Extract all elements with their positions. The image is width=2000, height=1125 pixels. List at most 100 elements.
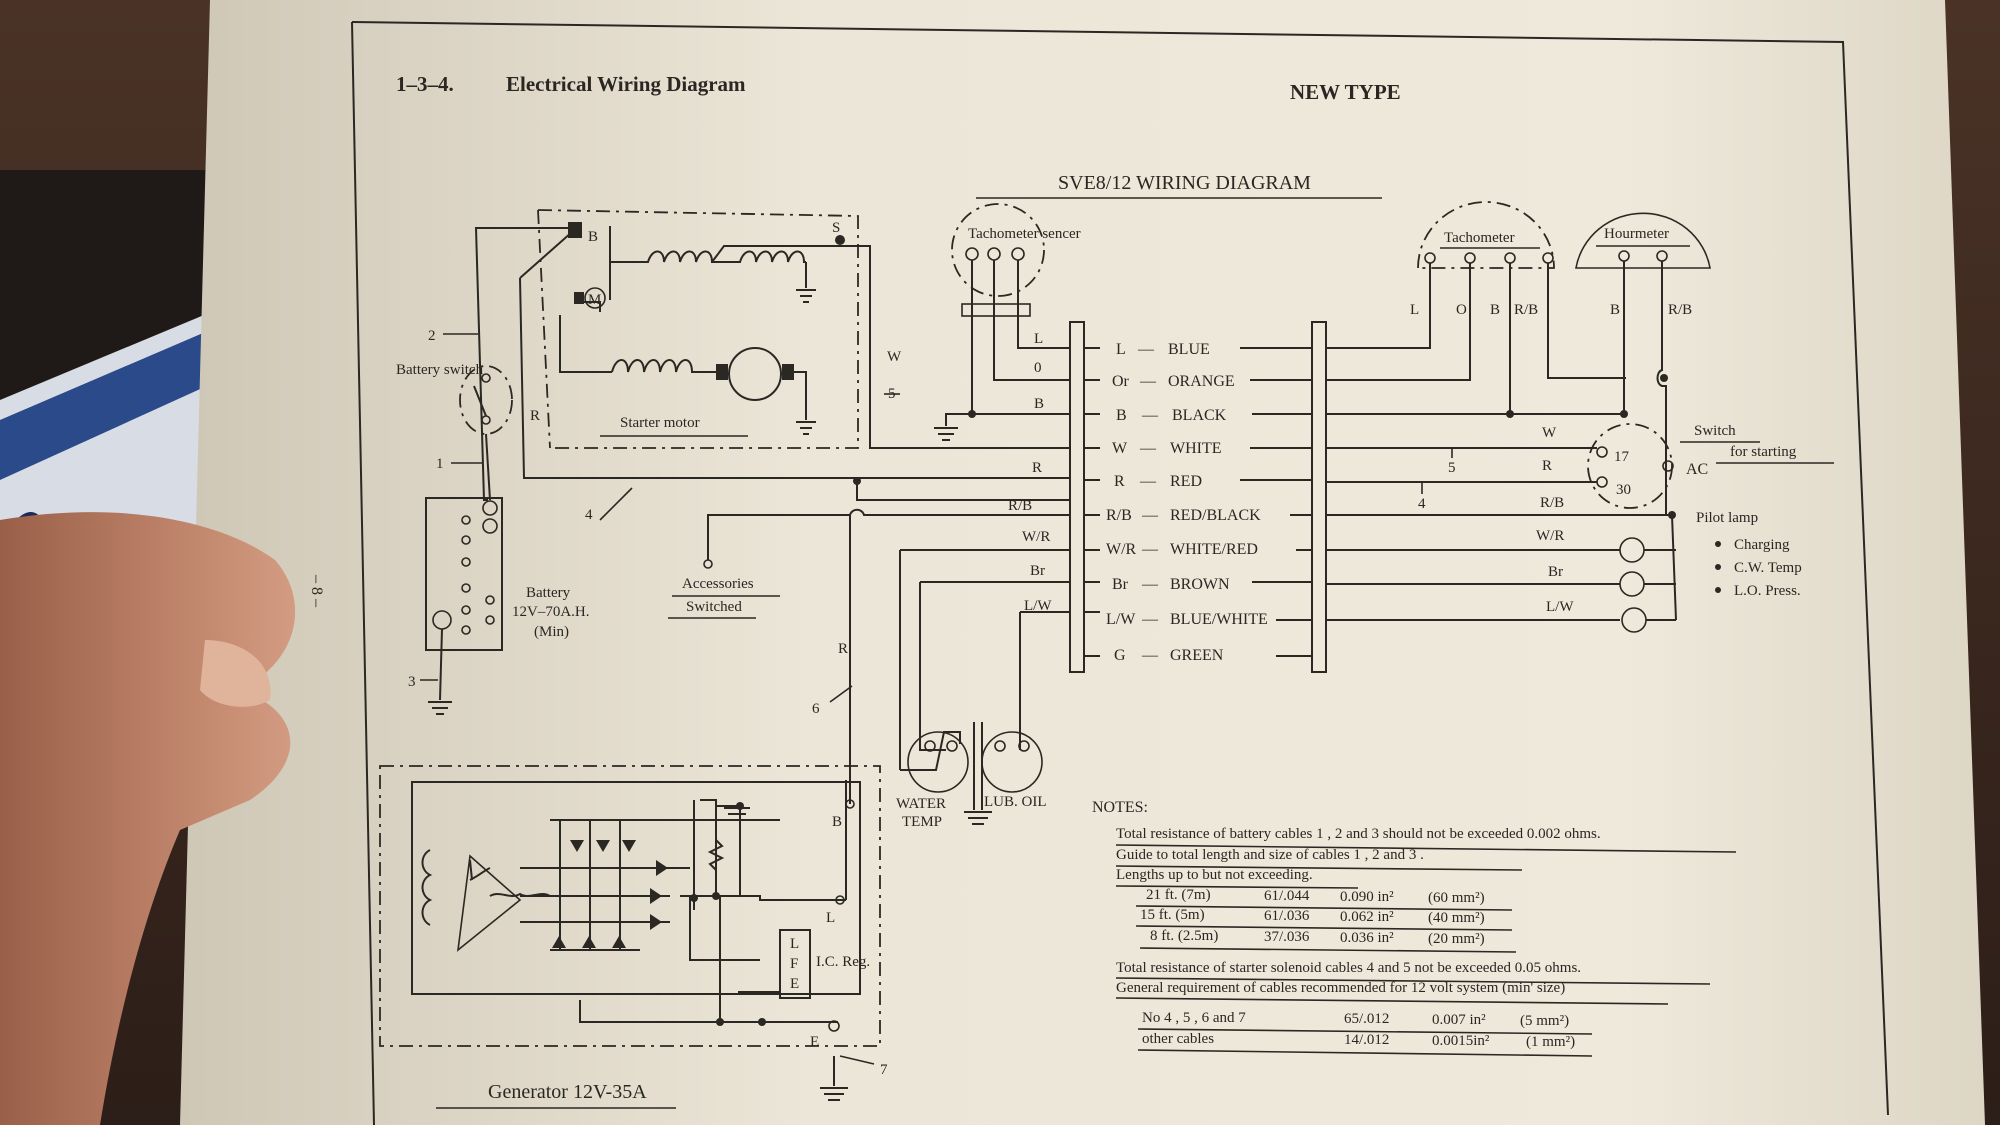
- battery-label-1: Battery: [526, 585, 571, 601]
- length-row-1-area: 0.062 in²: [1340, 909, 1394, 925]
- ic-reg-label: I.C. Reg.: [816, 954, 870, 970]
- color-code-list: L — BLUE Or — ORANGE B — BLACK W — WHITE…: [1084, 341, 1268, 664]
- color-code-8: L/W: [1106, 611, 1136, 628]
- length-row-1-length: 15 ft. (5m): [1140, 907, 1205, 923]
- cable-row-1-metric: (1 mm²): [1526, 1034, 1575, 1050]
- generator-inner: [411, 781, 861, 995]
- svg-text:—: —: [1141, 407, 1159, 424]
- svg-text:—: —: [1139, 473, 1157, 490]
- reg-l-label: L: [790, 936, 799, 952]
- wire-r-lower-label: R: [838, 641, 848, 657]
- wire-b-label: B: [1034, 396, 1044, 412]
- notes-heading: NOTES:: [1092, 799, 1148, 816]
- color-name-0: BLUE: [1168, 341, 1210, 358]
- notes-block: NOTES: Total resistance of battery cable…: [1092, 799, 1737, 1057]
- section-title: Electrical Wiring Diagram: [506, 72, 746, 96]
- tachometer-sensor-label: Tachometer sencer: [968, 226, 1081, 242]
- svg-text:—: —: [1141, 507, 1159, 524]
- gauge-wire-3: R/B: [1514, 302, 1538, 318]
- terminal-b-label: B: [588, 229, 598, 245]
- pilot-lamp-block: R/B W/R Br L/W Pilot lamp Charging C.W. …: [1326, 495, 1802, 633]
- right-wire-r: R: [1542, 458, 1552, 474]
- length-row-1-strand: 61/.036: [1264, 908, 1310, 924]
- starting-switch-icon: [1587, 423, 1673, 509]
- notes-line-2: Guide to total length and size of cables…: [1116, 847, 1424, 863]
- wire-rb-label: R/B: [1008, 498, 1032, 514]
- terminal-s-label: S: [832, 220, 840, 236]
- terminal-m-label: M: [588, 292, 601, 308]
- accessories-label-1: Accessories: [682, 576, 754, 592]
- color-code-5: R/B: [1106, 507, 1132, 524]
- length-row-0-area: 0.090 in²: [1340, 889, 1394, 905]
- generator-coil-icon: [421, 849, 433, 926]
- length-row-0-strand: 61/.044: [1264, 888, 1310, 904]
- diagram-title: SVE8/12 WIRING DIAGRAM: [1058, 172, 1311, 194]
- svg-text:—: —: [1141, 647, 1159, 664]
- tachometer-sensor: Tachometer sencer L 0 B: [934, 203, 1081, 441]
- wire-r-label: R: [530, 408, 540, 424]
- color-name-7: BROWN: [1170, 576, 1230, 593]
- generator-outline: [379, 765, 881, 1047]
- color-code-9: G: [1114, 647, 1126, 664]
- length-row-0-metric: (60 mm²): [1428, 890, 1485, 906]
- right-wire-w: W: [1542, 425, 1557, 441]
- switch-terminal-30: 30: [1616, 482, 1631, 498]
- battery-icon: [425, 497, 503, 651]
- cable-2-label: 2: [428, 328, 436, 344]
- cable-6-label: 6: [812, 701, 820, 717]
- frame-left: [351, 21, 375, 1125]
- reg-f-label: F: [790, 956, 798, 972]
- right-wire-rb: R/B: [1540, 495, 1564, 511]
- color-name-9: GREEN: [1170, 647, 1224, 664]
- gauge-wire-1: O: [1456, 302, 1467, 318]
- color-name-6: WHITE/RED: [1170, 541, 1258, 558]
- cable-4-right-label: 4: [1418, 496, 1426, 512]
- thumbnail: [200, 640, 271, 707]
- cable-row-0-label: No 4 , 5 , 6 and 7: [1142, 1010, 1246, 1026]
- pilot-lamp-label: Pilot lamp: [1696, 510, 1758, 526]
- right-wire-lw: L/W: [1546, 599, 1574, 615]
- cable-4-label: 4: [585, 507, 593, 523]
- cable-5-right-label: 5: [1448, 460, 1456, 476]
- water-temp-sensor-icon: [907, 731, 969, 793]
- battery-switch-label: Battery switch: [396, 362, 484, 378]
- svg-text:—: —: [1139, 440, 1157, 457]
- color-code-1: Or: [1112, 373, 1130, 390]
- svg-text:—: —: [1137, 341, 1155, 358]
- hourmeter-icon: [1575, 212, 1711, 269]
- section-number: 1–3–4.: [396, 72, 454, 96]
- cable-row-0-area: 0.007 in²: [1432, 1012, 1486, 1028]
- length-row-1-metric: (40 mm²): [1428, 910, 1485, 926]
- tachometer-sensor-icon: [951, 203, 1045, 297]
- length-row-2-metric: (20 mm²): [1428, 931, 1485, 947]
- starting-switch: 17 30 AC Switch for starting W R 5 4: [1326, 423, 1834, 512]
- gauge-wire-4: B: [1610, 302, 1620, 318]
- switch-label-1: Switch: [1694, 423, 1736, 439]
- cable-1-label: 1: [436, 456, 444, 472]
- length-row-2-strand: 37/.036: [1264, 929, 1310, 945]
- color-code-0: L: [1116, 341, 1126, 358]
- starter-motor-label: Starter motor: [620, 415, 700, 431]
- length-row-0-length: 21 ft. (7m): [1146, 887, 1211, 903]
- terminal-b: [568, 222, 582, 238]
- color-name-3: WHITE: [1170, 440, 1222, 457]
- color-name-2: BLACK: [1172, 407, 1227, 424]
- length-row-2-area: 0.036 in²: [1340, 930, 1394, 946]
- engine-sensors: WATER TEMP LUB. OIL: [896, 722, 1047, 830]
- color-code-7: Br: [1112, 576, 1129, 593]
- svg-text:—: —: [1141, 541, 1159, 558]
- right-wire-br: Br: [1548, 564, 1563, 580]
- notes-line-3: Lengths up to but not exceeding.: [1116, 867, 1313, 883]
- connector-strip-left: [1069, 321, 1085, 673]
- page-number: – 8 –: [308, 574, 325, 608]
- gauge-wire-2: B: [1490, 302, 1500, 318]
- color-code-2: B: [1116, 407, 1127, 424]
- tachometer-icon: [1417, 201, 1555, 269]
- left-wires: W 5 4 Accessories Switched R 6 R/B W/R B…: [524, 245, 1070, 790]
- lub-oil-label: LUB. OIL: [984, 794, 1047, 810]
- notes-line-4: Total resistance of starter solenoid cab…: [1116, 960, 1581, 976]
- color-name-4: RED: [1170, 473, 1202, 490]
- tachometer-label: Tachometer: [1444, 230, 1515, 246]
